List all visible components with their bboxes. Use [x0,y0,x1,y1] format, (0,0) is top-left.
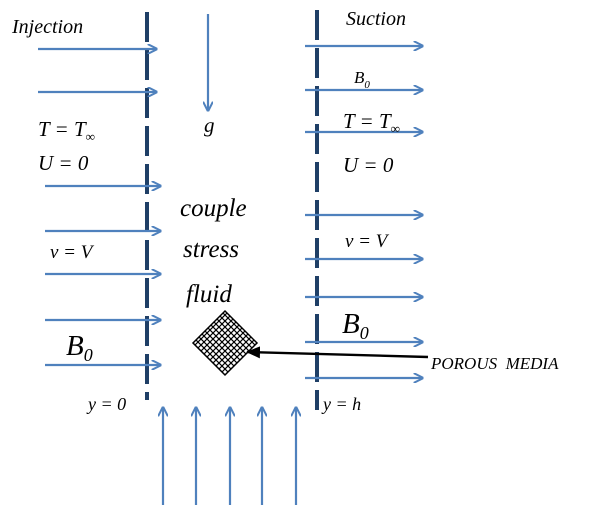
fluid-label: fluid [186,281,232,308]
right-u-label: U = 0 [343,153,394,177]
stress-label: stress [183,236,239,263]
right-v-label: v = V [345,231,390,252]
injection-arrows [38,49,160,365]
b0-small-label: B0 [354,68,370,91]
suction-arrows [305,46,422,378]
porous-pointer-arrow [246,346,429,359]
y-h-label: y = h [321,394,361,414]
mesh-diamond-icon [191,309,259,377]
couple-label: couple [180,195,247,222]
b0-right-label: B0 [342,308,369,343]
left-v-label: v = V [50,242,95,263]
left-u-label: U = 0 [38,151,89,175]
gravity-label: g [204,113,215,137]
suction-label: Suction [346,8,406,30]
injection-label: Injection [11,16,83,38]
right-temperature-label: T = T∞ [343,109,400,136]
porous-media-label: POROUS MEDIA [430,354,559,373]
b0-left-label: B0 [66,330,93,365]
y-zero-label: y = 0 [86,394,126,414]
left-temperature-label: T = T∞ [38,117,95,144]
bottom-arrows [163,408,296,505]
